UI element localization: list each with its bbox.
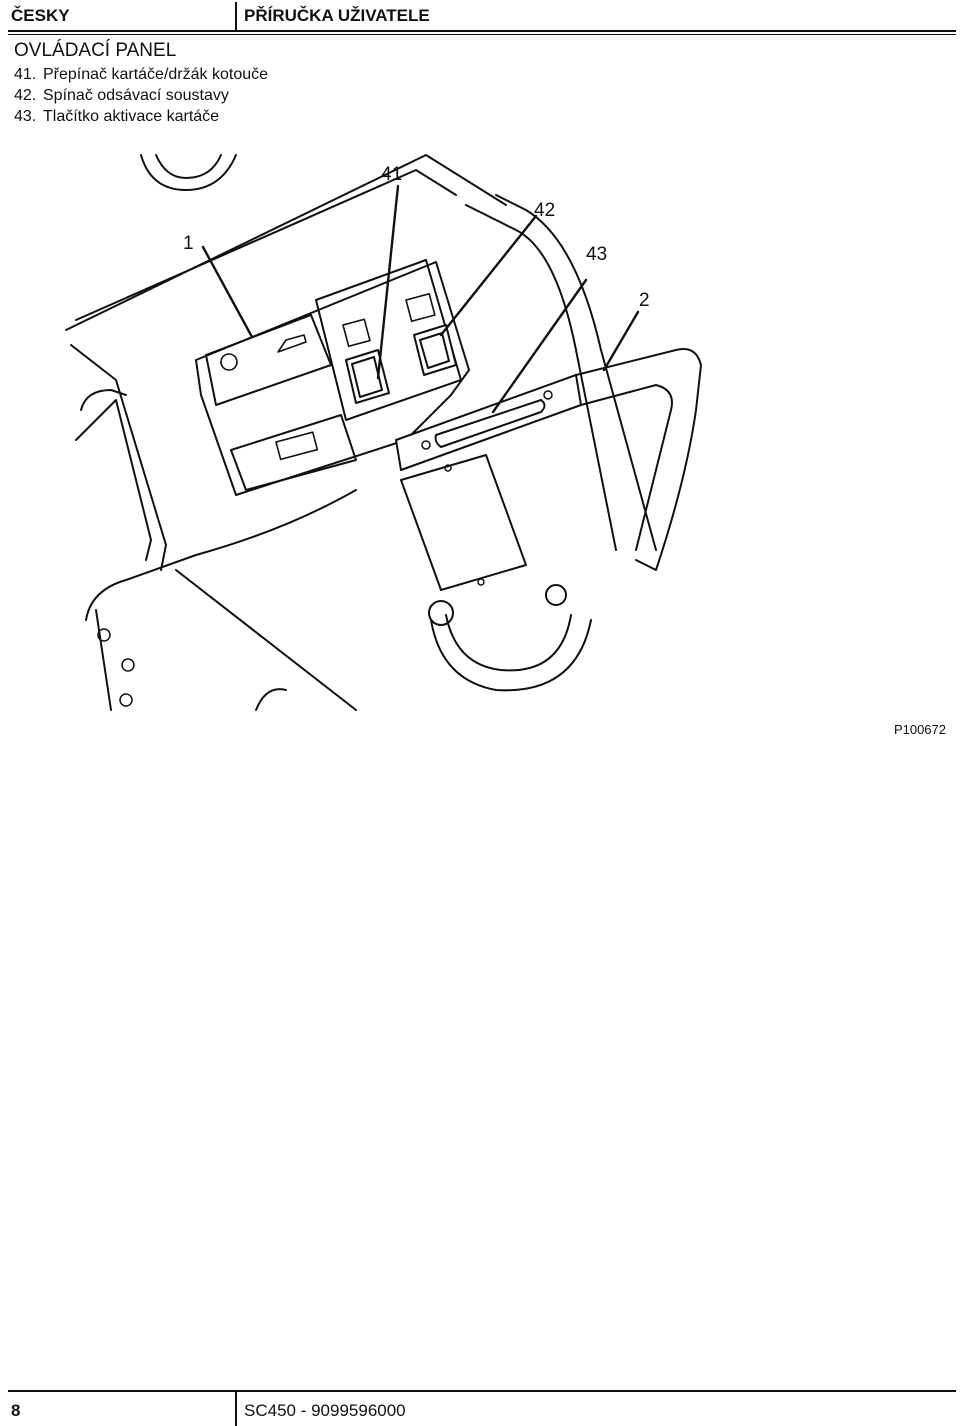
- lower-handle: [430, 619, 592, 692]
- callout-42: 42: [534, 200, 555, 221]
- handle-knob: [428, 600, 454, 626]
- vacuum-switch-icon: [405, 292, 436, 323]
- pad-symbol-icon: [277, 334, 307, 353]
- callout-1: 1: [183, 233, 194, 254]
- handle-frame: [465, 204, 617, 551]
- brush-symbol-icon: [220, 353, 238, 371]
- page-number: 8: [11, 1401, 21, 1420]
- callout-41: 41: [381, 164, 402, 185]
- leader-41: [376, 184, 400, 380]
- leader-43: [491, 278, 588, 414]
- footer-rule: [8, 1390, 956, 1392]
- header-divider: [235, 2, 237, 30]
- callout-2: 2: [639, 290, 650, 311]
- item-number: 42.: [14, 87, 37, 104]
- manual-label-plate: [230, 414, 357, 491]
- machine-top-edge: [75, 169, 457, 321]
- header-rule-thin: [8, 34, 956, 35]
- cup-holder: [140, 154, 237, 191]
- front-cover: [400, 454, 527, 591]
- read-manual-icon: [275, 431, 319, 461]
- section-heading: OVLÁDACÍ PANEL: [14, 40, 177, 61]
- list-item: 43. Tlačítko aktivace kartáče: [14, 106, 268, 127]
- handlebar-loop: [575, 348, 702, 571]
- control-panel-section: OVLÁDACÍ PANEL 41. Přepínač kartáče/držá…: [14, 40, 268, 127]
- panel-housing: [195, 261, 470, 496]
- manual-title: PŘÍRUČKA UŽIVATELE: [244, 6, 430, 25]
- item-text: Spínač odsávací soustavy: [43, 87, 229, 104]
- language-label: ČESKY: [11, 6, 70, 25]
- page-header: ČESKY PŘÍRUČKA UŽIVATELE: [8, 0, 956, 35]
- callout-43: 43: [586, 244, 607, 265]
- left-frame: [70, 344, 167, 571]
- item-number: 41.: [14, 66, 37, 83]
- label-plate: [205, 314, 332, 406]
- model-number: SC450 - 9099596000: [244, 1401, 406, 1420]
- list-item: 42. Spínač odsávací soustavy: [14, 85, 268, 106]
- list-item: 41. Přepínač kartáče/držák kotouče: [14, 64, 268, 85]
- item-text: Tlačítko aktivace kartáče: [43, 108, 220, 125]
- item-number: 43.: [14, 108, 37, 125]
- leader-42: [439, 214, 538, 337]
- page-footer: 8 SC450 - 9099596000: [8, 1390, 956, 1426]
- footer-divider: [235, 1390, 237, 1426]
- control-panel-illustration: 1 41 42 43 2: [65, 154, 702, 711]
- header-rule: [8, 30, 956, 32]
- item-text: Přepínač kartáče/držák kotouče: [43, 66, 269, 83]
- brush-switch-icon: [342, 318, 371, 348]
- machine-top-outline: [65, 154, 507, 331]
- leader-2: [602, 310, 640, 372]
- figure-reference: P100672: [893, 722, 946, 737]
- leader-1: [201, 245, 254, 339]
